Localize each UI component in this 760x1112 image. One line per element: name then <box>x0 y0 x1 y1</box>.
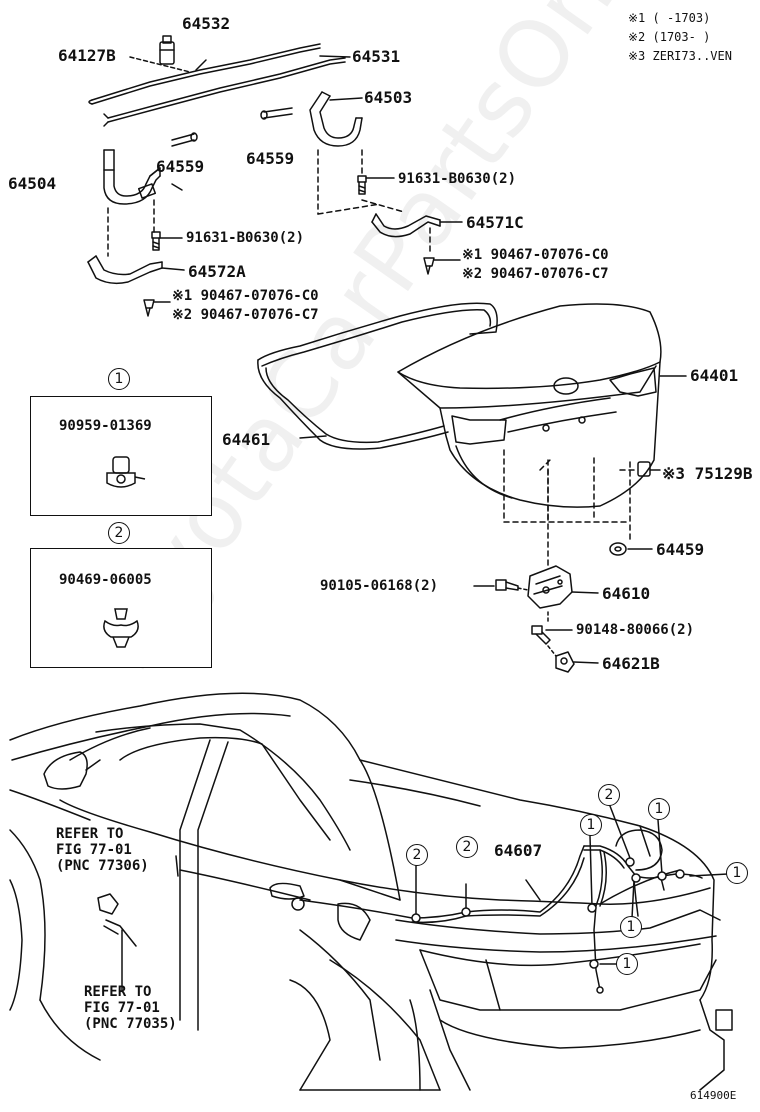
bolt-90105-shape <box>495 579 519 591</box>
clamp-90959-icon <box>106 456 146 488</box>
callout-2-b: 2 <box>456 836 478 858</box>
fuel-door-shape <box>337 902 371 941</box>
label-91631-right[interactable]: 91631-B0630(2) <box>398 171 517 187</box>
label-64461[interactable]: 64461 <box>222 430 271 449</box>
door-handle-shape <box>269 882 305 911</box>
callout-2-a: 2 <box>406 844 428 866</box>
detail-marker-2: 2 <box>108 522 130 544</box>
detail-part-90469[interactable]: 90469-06005 <box>59 572 152 588</box>
note-3: ※3 ZERI73..VEN <box>628 49 732 63</box>
callout-1-c: 1 <box>726 862 748 884</box>
refer-to-fig-77306[interactable]: REFER TO FIG 77-01 (PNC 77306) <box>56 826 149 875</box>
label-64572A[interactable]: 64572A <box>188 262 246 281</box>
detail-box-2: 90469-06005 <box>30 548 212 668</box>
trunk-lid-64401-shape <box>397 303 662 508</box>
label-90467-left-2[interactable]: ※2 90467-07076-C7 <box>172 307 319 323</box>
bolt-91631-right <box>357 175 395 195</box>
callout-2-c: 2 <box>598 784 620 806</box>
label-64459[interactable]: 64459 <box>656 540 705 559</box>
cap-75129B-shape <box>637 461 651 477</box>
bracket-64127B-shape <box>159 35 175 65</box>
label-90467-right-2[interactable]: ※2 90467-07076-C7 <box>462 266 609 282</box>
callout-1-e: 1 <box>616 953 638 975</box>
torsion-bar-64531 <box>103 57 346 127</box>
diagram-code: 614900E <box>690 1089 737 1102</box>
pin-64559-right <box>260 107 293 120</box>
callout-1-b: 1 <box>648 798 670 820</box>
label-64607[interactable]: 64607 <box>494 841 543 860</box>
refer-to-fig-77035[interactable]: REFER TO FIG 77-01 (PNC 77035) <box>84 984 177 1033</box>
label-64621B[interactable]: 64621B <box>602 654 660 673</box>
label-90467-right-1[interactable]: ※1 90467-07076-C0 <box>462 247 609 263</box>
bolt-90148-shape <box>531 625 551 645</box>
label-64503[interactable]: 64503 <box>364 88 413 107</box>
label-64401[interactable]: 64401 <box>690 366 739 385</box>
harness-clip-dots <box>411 857 685 994</box>
door-lock-actuator-shape <box>97 893 137 947</box>
torsion-bar-64532 <box>88 43 321 105</box>
car-body-outline <box>9 692 733 1091</box>
clip-90467-right <box>423 257 461 275</box>
label-64610[interactable]: 64610 <box>602 584 651 603</box>
label-64559-right[interactable]: 64559 <box>246 149 295 168</box>
lock-64610-shape <box>527 565 573 609</box>
label-75129B[interactable]: ※3 75129B <box>662 464 753 483</box>
callout-1-d: 1 <box>620 916 642 938</box>
lid-dashed-leaders <box>503 449 637 567</box>
side-mirror-shape <box>43 751 101 790</box>
weatherstrip-64461-shape <box>257 302 498 450</box>
bracket-64572A-shape <box>87 255 163 285</box>
grommet-64459-shape <box>609 542 627 556</box>
label-90148[interactable]: 90148-80066(2) <box>576 622 695 638</box>
label-64559-left[interactable]: 64559 <box>156 157 205 176</box>
striker-64621B-shape <box>555 651 575 673</box>
pin-64559-left <box>171 132 198 147</box>
clip-90467-left <box>143 299 171 317</box>
detail-part-90959[interactable]: 90959-01369 <box>59 418 152 434</box>
hinge-64503-shape <box>309 91 363 147</box>
note-1: ※1 ( -1703) <box>628 11 711 25</box>
label-90467-left-1[interactable]: ※1 90467-07076-C0 <box>172 288 319 304</box>
label-90105[interactable]: 90105-06168(2) <box>320 578 439 594</box>
note-2: ※2 (1703- ) <box>628 30 711 44</box>
detail-box-1: 90959-01369 <box>30 396 212 516</box>
label-64504[interactable]: 64504 <box>8 174 57 193</box>
label-91631-left[interactable]: 91631-B0630(2) <box>186 230 305 246</box>
label-64127B[interactable]: 64127B <box>58 46 116 65</box>
callout-1-a: 1 <box>580 814 602 836</box>
hinge-64504-shape <box>103 149 161 205</box>
bracket-64571C-shape <box>371 213 441 238</box>
label-64531[interactable]: 64531 <box>352 47 401 66</box>
bolt-91631-left <box>151 231 183 251</box>
detail-marker-1: 1 <box>108 368 130 390</box>
label-64571C[interactable]: 64571C <box>466 213 524 232</box>
label-64532[interactable]: 64532 <box>182 14 231 33</box>
clamp-90469-icon <box>103 608 139 648</box>
